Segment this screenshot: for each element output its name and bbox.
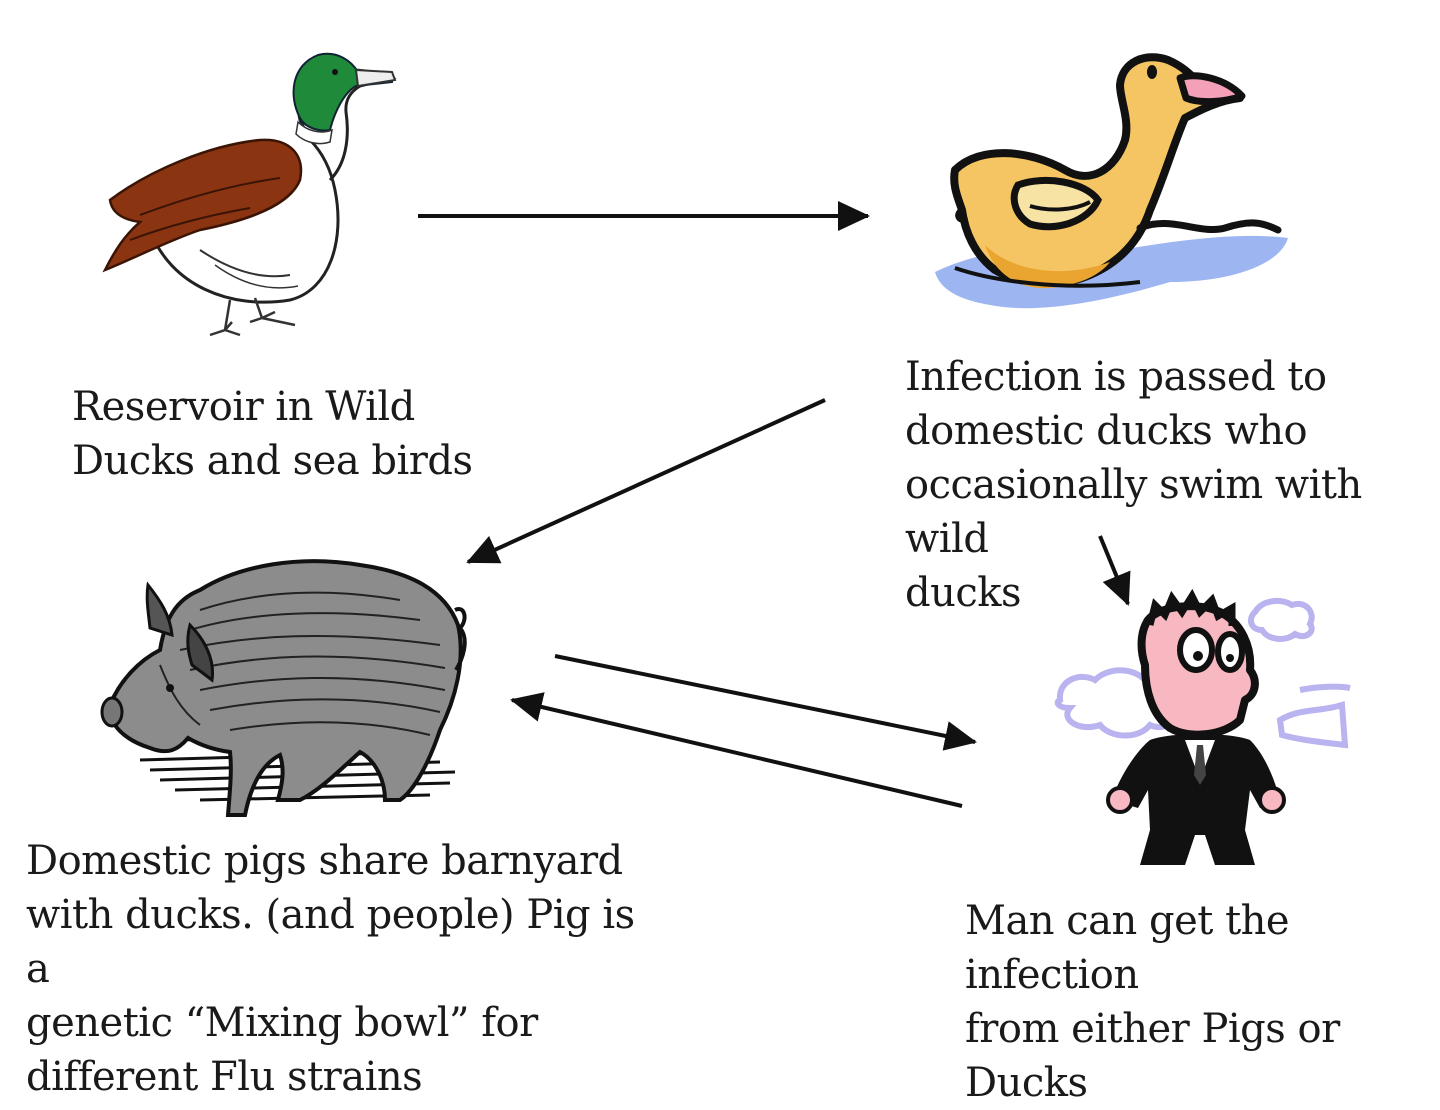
man-label: Man can get the infection from either Pi… (965, 898, 1340, 1106)
wild-ducks-label: Reservoir in Wild Ducks and sea birds (72, 384, 473, 484)
flu-transmission-diagram: Reservoir in Wild Ducks and sea birds In… (26, 52, 1362, 1106)
domestic-ducks-label: Infection is passed to domestic ducks wh… (905, 354, 1362, 616)
arrow-pigs-to-man (554, 654, 977, 751)
cartoon-domestic-duck-icon (935, 53, 1288, 309)
wild-mallard-duck-icon (102, 52, 397, 337)
diagram-graphics (100, 52, 1351, 865)
arrows (418, 201, 1131, 808)
arrow-man-to-pigs (510, 692, 963, 808)
pig-engraving-icon (100, 559, 467, 817)
arrow-domestic-to-man (1098, 535, 1131, 606)
sick-man-icon (1054, 588, 1351, 865)
arrow-domestic-to-pigs (466, 398, 826, 564)
pigs-label: Domestic pigs share barnyard with ducks.… (26, 838, 635, 1100)
